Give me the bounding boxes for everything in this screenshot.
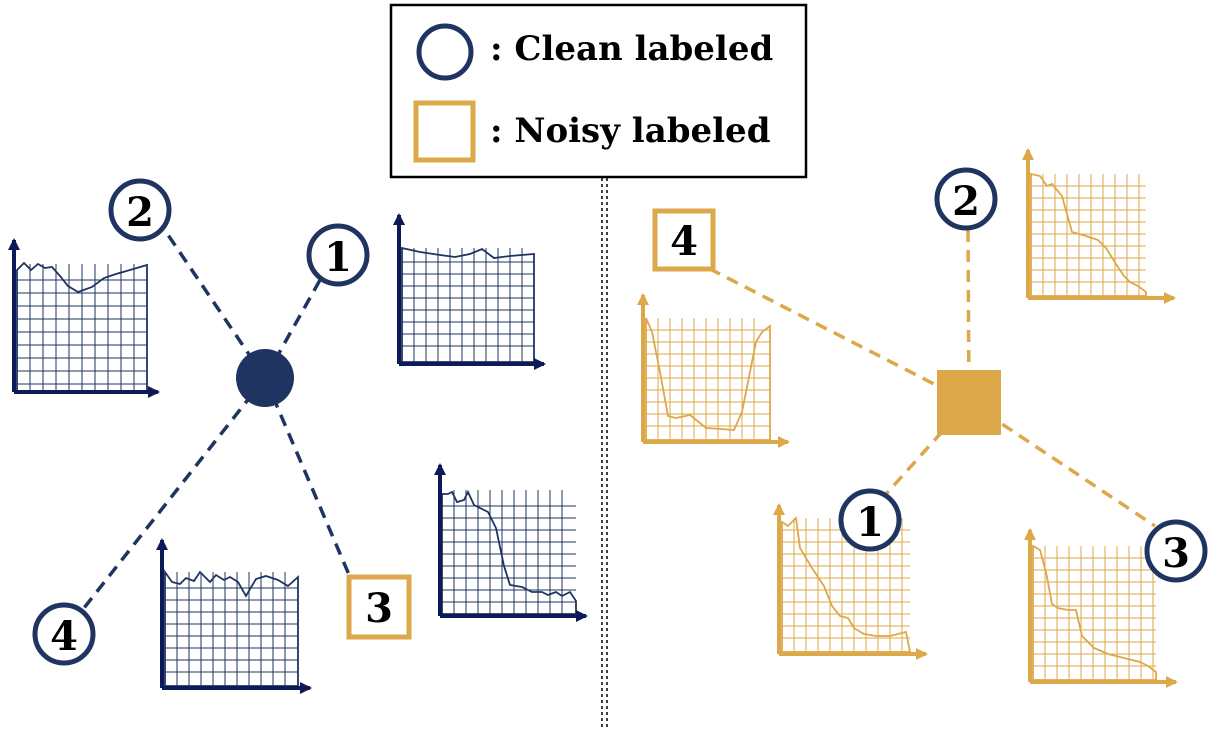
histogram-chart bbox=[773, 503, 928, 660]
histogram-chart bbox=[156, 538, 312, 694]
noisy-neighbor-label: 1 bbox=[856, 499, 884, 546]
clean-neighbor-marker: 2 bbox=[108, 178, 172, 242]
noisy-panel: 1 2 3 4 bbox=[637, 148, 1208, 688]
clean-neighbor-marker: 1 bbox=[306, 223, 370, 287]
histogram-chart bbox=[7, 238, 160, 398]
clean-neighbor-marker: 3 bbox=[346, 574, 412, 640]
clean-neighbor-label: 1 bbox=[324, 234, 352, 281]
legend: : Clean labeled : Noisy labeled bbox=[389, 3, 808, 179]
clean-neighbor-marker: 4 bbox=[32, 602, 96, 666]
histogram-chart bbox=[434, 463, 588, 622]
histogram-chart bbox=[393, 213, 546, 370]
noisy-legend-label: : Noisy labeled bbox=[490, 111, 770, 151]
histogram-chart bbox=[1022, 148, 1176, 304]
clean-legend-icon bbox=[416, 23, 474, 81]
clean-legend-label: : Clean labeled bbox=[490, 29, 773, 69]
noisy-center-node bbox=[937, 370, 1001, 435]
clean-neighbor-label: 2 bbox=[126, 189, 154, 236]
clean-panel: 1 2 3 4 bbox=[7, 178, 588, 694]
noisy-neighbor-marker: 3 bbox=[1144, 519, 1208, 583]
edge-noisy-3 bbox=[968, 400, 1156, 528]
noisy-neighbor-marker: 4 bbox=[652, 208, 716, 272]
noisy-neighbor-label: 2 bbox=[952, 178, 980, 225]
noisy-neighbor-marker: 2 bbox=[934, 167, 998, 231]
noisy-legend-icon bbox=[413, 100, 476, 163]
edge-noisy-4 bbox=[711, 268, 970, 404]
edge-clean-2 bbox=[160, 225, 267, 379]
noisy-neighbor-label: 3 bbox=[1162, 530, 1190, 577]
histogram-chart bbox=[637, 293, 790, 448]
clean-neighbor-label: 4 bbox=[50, 613, 78, 660]
clean-neighbor-label: 3 bbox=[365, 585, 393, 632]
noisy-neighbor-label: 4 bbox=[670, 218, 698, 265]
noisy-neighbor-marker: 1 bbox=[838, 488, 902, 552]
clean-center-node bbox=[236, 349, 294, 407]
edge-clean-3 bbox=[263, 377, 352, 578]
histogram-chart bbox=[1024, 528, 1178, 688]
edge-clean-4 bbox=[82, 376, 267, 610]
